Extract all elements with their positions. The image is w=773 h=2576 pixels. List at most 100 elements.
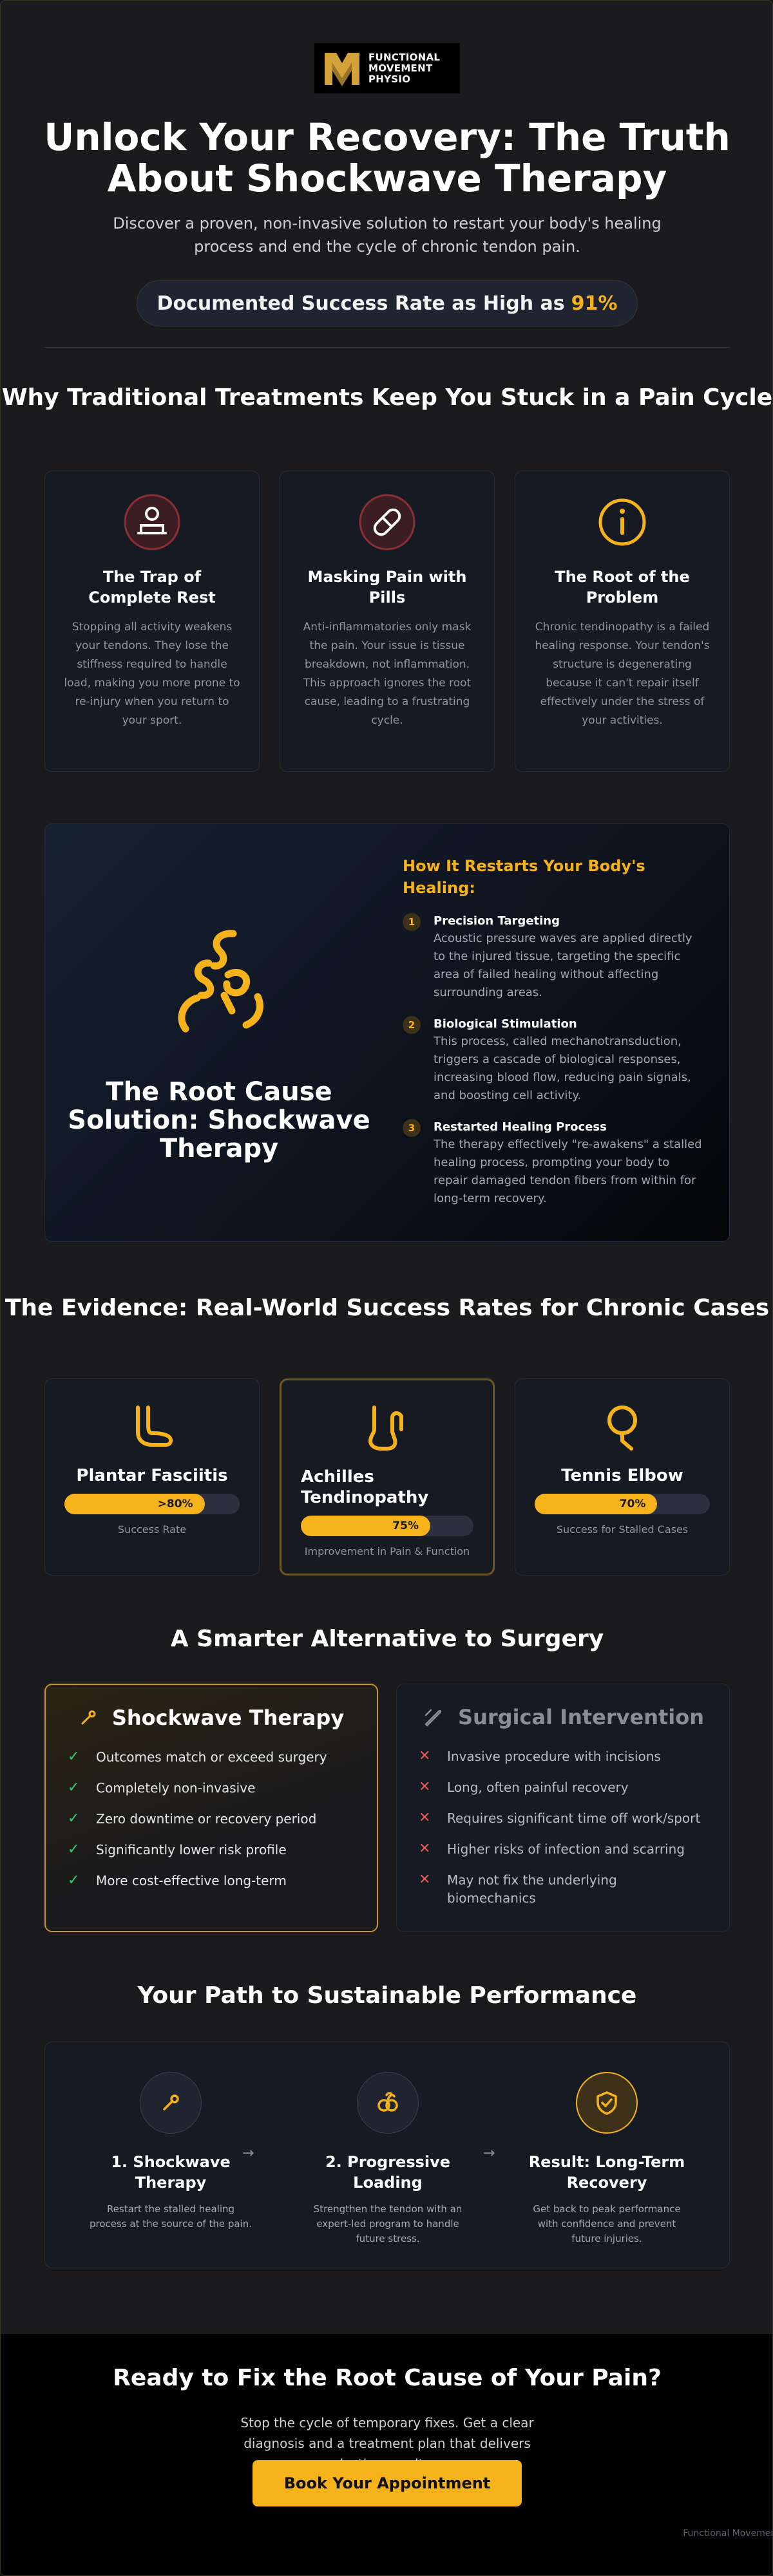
solution-left: The Root Cause Solution: Shockwave Thera… — [45, 921, 393, 1163]
problem-text-rest: Stopping all activity weakens your tendo… — [64, 621, 240, 727]
step-number: 1 — [403, 913, 421, 931]
step-text: The therapy effectively "re-awakens" a s… — [434, 1138, 702, 1205]
path-step-result: Result: Long-Term Recovery Get back to p… — [523, 2072, 691, 2246]
success-bar-fill: 75% — [301, 1516, 430, 1536]
info-icon — [593, 493, 651, 551]
footer-company: Functional Movement Physiotherapy Ltd — [683, 2528, 772, 2539]
evidence-title-plantar: Plantar Fasciitis — [76, 1466, 228, 1485]
check-icon: ✓ — [68, 1749, 80, 1765]
logo-wrap: FUNCTIONAL MOVEMENT PHYSIO — [1, 43, 772, 93]
path-step-text: Restart the stalled healing process at t… — [90, 2203, 252, 2230]
step-text: Acoustic pressure waves are applied dire… — [434, 932, 692, 999]
foot-icon — [136, 1406, 173, 1447]
evidence-title: The Evidence: Real-World Success Rates f… — [5, 1295, 770, 1321]
evidence-caption: Success for Stalled Cases — [556, 1523, 689, 1536]
arrow-right-icon: → — [483, 2145, 495, 2161]
drawback-item: ✕Long, often painful recovery — [419, 1779, 629, 1795]
shockwave-column: Shockwave Therapy ✓Outcomes match or exc… — [44, 1684, 378, 1932]
success-rate-badge: Documented Success Rate as High as 91% — [137, 280, 638, 326]
solution-panel: The Root Cause Solution: Shockwave Thera… — [44, 823, 730, 1242]
check-icon: ✓ — [68, 1810, 80, 1827]
path-title: Your Path to Sustainable Performance — [137, 1982, 637, 2009]
hero-title: Unlock Your Recovery: The Truth About Sh… — [44, 115, 730, 200]
ankle-icon — [368, 1406, 403, 1451]
benefit-item: ✓Completely non-invasive — [68, 1780, 256, 1796]
benefit-item: ✓Outcomes match or exceed surgery — [68, 1749, 327, 1765]
evidence-card-elbow: Tennis Elbow 70% Success for Stalled Cas… — [515, 1378, 730, 1575]
solution-right: How It Restarts Your Body's Healing: 1 P… — [403, 855, 705, 1222]
path-step-text: Strengthen the tendon with an expert-led… — [313, 2203, 463, 2244]
problem-title-root: The Root of the Problem — [555, 568, 690, 606]
shield-check-icon — [576, 2072, 638, 2134]
check-icon: ✓ — [68, 1841, 80, 1857]
cross-icon: ✕ — [419, 1748, 431, 1764]
path-step-title: Result: Long-Term Recovery — [528, 2153, 685, 2192]
cta-section: Ready to Fix the Root Cause of Your Pain… — [1, 2334, 772, 2575]
benefit-item: ✓Significantly lower risk profile — [68, 1841, 287, 1857]
problem-card-pills: Masking Pain with Pills Anti-inflammator… — [280, 471, 495, 772]
drawback-item: ✕Invasive procedure with incisions — [419, 1748, 661, 1764]
success-bar-fill: >80% — [64, 1494, 205, 1514]
logo-line-3: PHYSIO — [368, 73, 411, 85]
logo-mark-icon — [325, 53, 359, 86]
hero-subtitle: Discover a proven, non-invasive solution… — [113, 214, 662, 256]
cross-icon: ✕ — [419, 1841, 431, 1857]
problem-card-root: The Root of the Problem Chronic tendinop… — [515, 471, 730, 772]
drawback-item: ✕Requires significant time off work/spor… — [419, 1810, 701, 1826]
check-icon: ✓ — [68, 1872, 80, 1888]
brand-logo: FUNCTIONAL MOVEMENT PHYSIO — [314, 43, 460, 93]
solution-title: The Root Cause Solution: Shockwave Thera… — [68, 1077, 370, 1163]
problem-title-rest: The Trap of Complete Rest — [88, 568, 216, 606]
shockwave-column-title: Shockwave Therapy — [111, 1706, 345, 1730]
evidence-caption: Success Rate — [117, 1523, 187, 1536]
path-step-shockwave: 1. Shockwave Therapy Restart the stalled… — [87, 2072, 254, 2232]
problems-title: Why Traditional Treatments Keep You Stuc… — [1, 384, 773, 411]
problem-text-pills: Anti-inflammatories only mask the pain. … — [303, 621, 472, 727]
wand-icon — [140, 2072, 202, 2134]
solution-heading: How It Restarts Your Body's Healing: — [403, 857, 645, 897]
cta-title: Ready to Fix the Root Cause of Your Pain… — [113, 2365, 662, 2391]
problem-text-root: Chronic tendinopathy is a failed healing… — [535, 621, 710, 727]
step-number: 3 — [403, 1119, 421, 1137]
hero-divider — [44, 347, 730, 348]
elbow-icon — [607, 1406, 637, 1451]
scalpel-icon — [425, 1709, 442, 1727]
path-step-title: 1. Shockwave Therapy — [111, 2153, 231, 2192]
evidence-card-plantar: Plantar Fasciitis >80% Success Rate — [44, 1378, 260, 1575]
shockwave-icon — [178, 930, 263, 1033]
solution-step: 2 Biological Stimulation This process, c… — [403, 1016, 705, 1105]
step-title: Restarted Healing Process — [434, 1120, 607, 1134]
arrow-right-icon: → — [242, 2145, 254, 2161]
surgery-column: Surgical Intervention ✕Invasive procedur… — [396, 1684, 730, 1932]
problem-card-rest: The Trap of Complete Rest Stopping all a… — [44, 471, 260, 772]
logo-text: FUNCTIONAL MOVEMENT PHYSIO — [368, 52, 440, 85]
surgery-column-title: Surgical Intervention — [458, 1705, 704, 1729]
problem-title-pills: Masking Pain with Pills — [307, 568, 467, 606]
success-bar: 70% — [535, 1494, 710, 1514]
path-step-loading: 2. Progressive Loading Strengthen the te… — [304, 2072, 472, 2246]
logo-line-1: FUNCTIONAL — [368, 51, 441, 63]
pill-icon — [358, 493, 416, 551]
step-title: Biological Stimulation — [434, 1017, 577, 1031]
book-appointment-button[interactable]: Book Your Appointment — [253, 2460, 522, 2506]
path-panel: 1. Shockwave Therapy Restart the stalled… — [44, 2042, 730, 2268]
wand-icon — [81, 1710, 96, 1725]
step-text: This process, called mechanotransduction… — [434, 1035, 691, 1102]
rest-icon — [123, 493, 181, 551]
evidence-card-achilles: Achilles Tendinopathy 75% Improvement in… — [280, 1378, 495, 1575]
solution-step: 3 Restarted Healing Process The therapy … — [403, 1119, 705, 1208]
success-rate-value: 91% — [571, 292, 618, 315]
logo-line-2: MOVEMENT — [368, 62, 433, 74]
step-number: 2 — [403, 1016, 421, 1034]
benefit-item: ✓Zero downtime or recovery period — [68, 1810, 317, 1827]
drawback-item: ✕May not fix the underlying biomechanics — [419, 1872, 617, 1906]
benefit-item: ✓More cost-effective long-term — [68, 1872, 287, 1888]
path-step-title: 2. Progressive Loading — [325, 2153, 451, 2192]
success-bar: >80% — [64, 1494, 240, 1514]
path-step-text: Get back to peak performance with confid… — [533, 2203, 681, 2244]
drawback-item: ✕Higher risks of infection and scarring — [419, 1841, 685, 1857]
solution-step: 1 Precision Targeting Acoustic pressure … — [403, 913, 705, 1002]
success-bar: 75% — [301, 1516, 473, 1536]
comparison-title: A Smarter Alternative to Surgery — [170, 1626, 604, 1652]
